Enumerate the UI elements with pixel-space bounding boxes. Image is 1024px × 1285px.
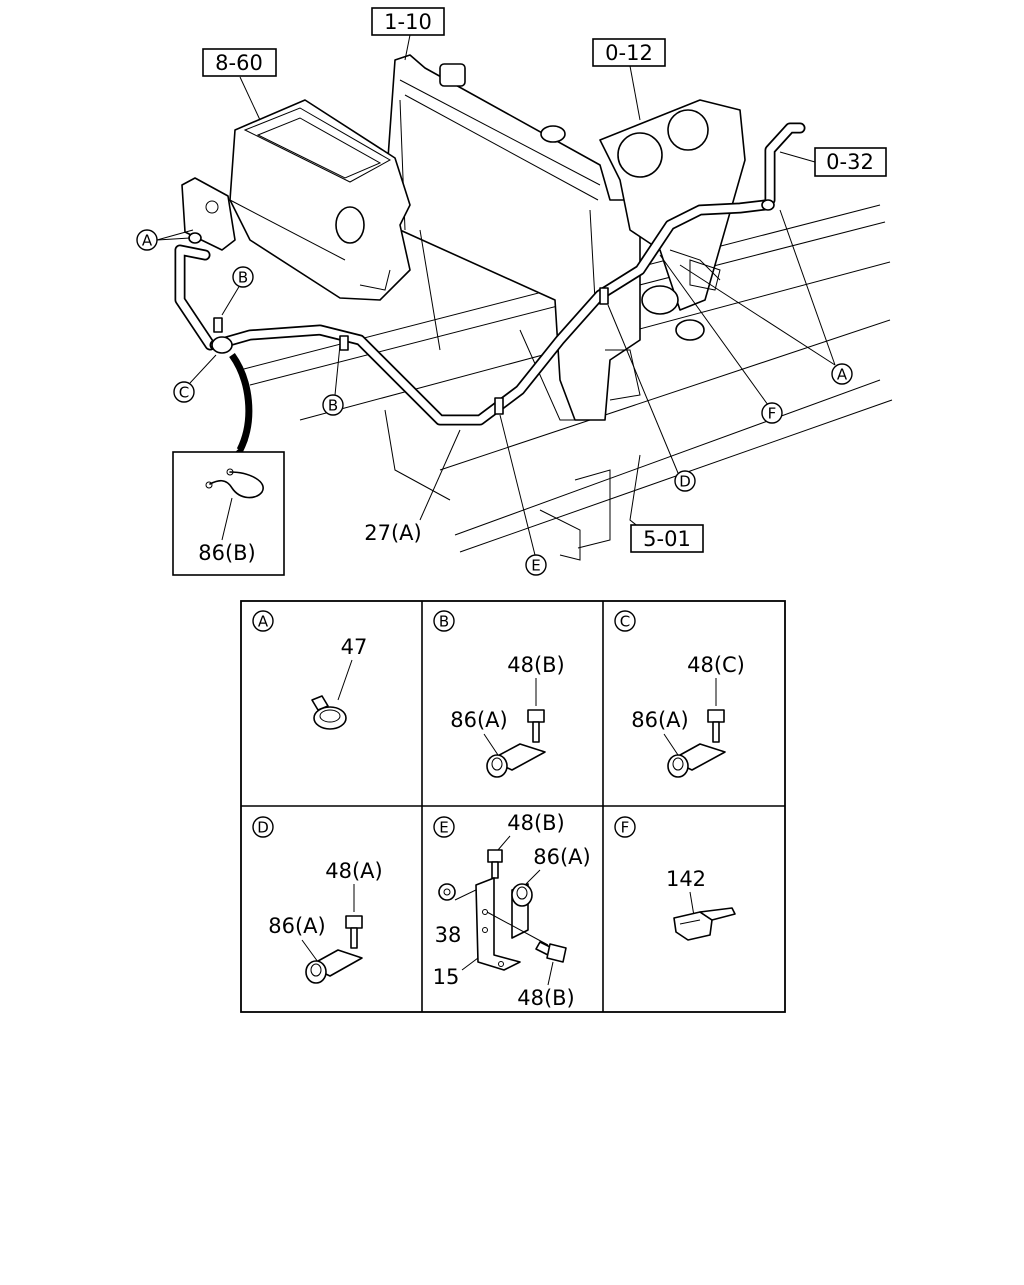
svg-text:B: B [328,397,338,415]
callout-e: E [525,554,547,576]
part-label-86a: 86(A) [450,708,507,732]
part-label-15: 15 [433,965,460,989]
svg-text:A: A [258,613,269,631]
ref-box-8-60: 8-60 [202,48,277,77]
bolt-drawing [527,709,545,743]
svg-text:E: E [439,819,448,837]
ref-box-text: 0-32 [826,150,874,174]
clip-bracket-drawing [673,907,736,941]
heater-hose [174,122,806,426]
hose-clamp-drawing [311,695,347,730]
svg-text:C: C [620,613,630,631]
svg-text:F: F [621,819,630,837]
part-label-142: 142 [666,867,706,891]
part-label-48c: 48(C) [687,653,745,677]
bracket-drawing [475,877,521,971]
clamp-b-lower [339,335,349,351]
svg-text:C: C [179,384,189,402]
detail-cell-d: D 48(A) 86(A) [252,816,383,984]
ref-box-text: 8-60 [215,51,263,75]
ref-box-1-10: 1-10 [371,7,445,36]
part-label-48b-bottom: 48(B) [517,986,575,1010]
callout-c: C [173,381,195,403]
part-label-86a: 86(A) [268,914,325,938]
ref-box-5-01: 5-01 [630,524,704,553]
bolt-drawing [345,915,363,949]
part-label-47: 47 [341,635,368,659]
detail-cell-c: C 48(C) 86(A) [614,610,745,778]
ref-box-0-32: 0-32 [814,147,887,177]
bolt-drawing [707,709,725,743]
clamp-a-right [761,199,775,211]
part-label-27a: 27(A) [364,521,421,545]
part-label-48b: 48(B) [507,653,565,677]
callout-leaders [156,34,836,556]
callout-b-lower: B [322,394,344,416]
svg-text:A: A [142,232,153,250]
callout-b-upper: B [232,266,254,288]
part-label-48b-top: 48(B) [507,811,565,835]
ref-box-text: 5-01 [643,527,691,551]
ref-box-text: 1-10 [384,10,432,34]
inset-leader [229,352,253,452]
p-clip-drawing [511,883,533,939]
detail-cell-f: F 142 [614,816,736,941]
callout-a-left: A [136,229,158,251]
engine-block [599,99,746,401]
svg-text:D: D [679,473,691,491]
svg-text:B: B [439,613,449,631]
p-clip-drawing [667,743,726,778]
clamp-c [211,336,233,354]
detail-cell-a: A 47 [252,610,368,730]
bolt-drawing [487,849,503,879]
detail-cell-e: E 48(B) 86(A) 38 15 48(B) [433,811,591,1010]
svg-text:A: A [837,366,848,384]
clip-inset: 86(B) [172,451,285,576]
svg-text:B: B [238,269,248,287]
callout-d: D [674,470,696,492]
detail-cell-b: B 48(B) 86(A) [433,610,565,778]
clamp-d [599,287,609,305]
heater-unit [181,99,411,301]
part-label-86a: 86(A) [631,708,688,732]
clamp-a-left [188,232,202,244]
svg-text:D: D [257,819,269,837]
clamp-e [494,397,504,415]
clamp-b-upper [213,317,223,333]
radiator [384,54,641,421]
main-illustration: 1-10 8-60 0-12 0-32 5-01 A B C [136,7,893,576]
ref-box-0-12: 0-12 [592,38,666,67]
part-label-86b: 86(B) [198,541,256,565]
nut-drawing [438,883,456,901]
ref-box-text: 0-12 [605,41,653,65]
svg-text:E: E [531,557,540,575]
part-label-86a: 86(A) [533,845,590,869]
part-label-38: 38 [435,923,462,947]
p-clip-drawing [486,743,546,778]
part-label-48a: 48(A) [325,859,382,883]
svg-text:F: F [768,405,777,423]
detail-grid: A 47 B 48(B) 86(A) [240,600,786,1013]
hose-clip-drawing [209,471,264,499]
callout-f: F [761,402,783,424]
p-clip-drawing [305,949,363,984]
bolt-drawing [535,941,567,963]
callout-a-right: A [831,363,853,385]
